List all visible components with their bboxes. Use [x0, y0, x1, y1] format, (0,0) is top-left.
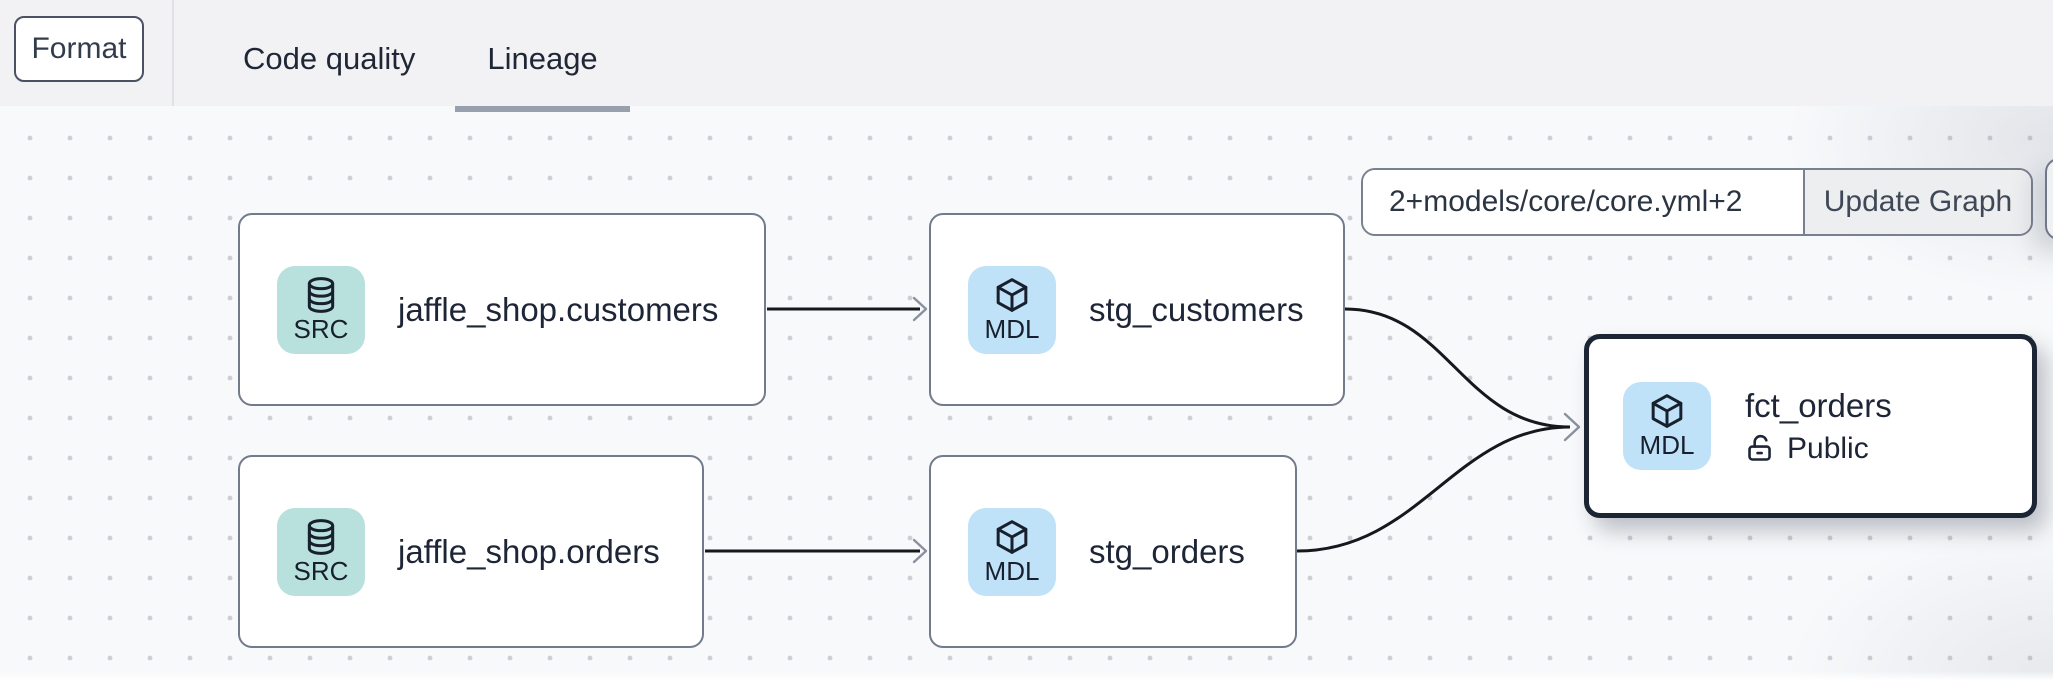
- node-label: stg_orders: [1089, 532, 1245, 570]
- tab-code-quality[interactable]: Code quality: [211, 0, 447, 112]
- model-badge: MDL: [968, 265, 1056, 354]
- badge-label: SRC: [293, 313, 349, 344]
- graph-selector: Update Graph: [1361, 168, 2033, 236]
- canvas-bottom-fade: [0, 671, 2053, 680]
- access-row: Public: [1745, 432, 1892, 466]
- active-tab-underline: [455, 106, 630, 112]
- badge-label: MDL: [1639, 430, 1695, 460]
- format-button[interactable]: Format: [14, 16, 144, 82]
- node-fct-orders[interactable]: MDL fct_orders Public: [1584, 334, 2037, 518]
- badge-label: MDL: [984, 555, 1040, 586]
- tab-lineage[interactable]: Lineage: [455, 0, 630, 112]
- model-badge: MDL: [968, 507, 1056, 596]
- update-graph-button[interactable]: Update Graph: [1803, 170, 2031, 234]
- access-label: Public: [1787, 431, 1869, 465]
- cube-icon: [996, 519, 1028, 554]
- selector-input[interactable]: [1363, 170, 1803, 234]
- node-stg-customers[interactable]: MDL stg_customers: [929, 213, 1345, 406]
- node-label: fct_orders: [1745, 386, 1892, 424]
- offscreen-button[interactable]: [2045, 158, 2053, 240]
- model-badge: MDL: [1623, 382, 1711, 470]
- header-bar: Format Code quality Lineage: [0, 0, 2053, 112]
- node-label: jaffle_shop.orders: [398, 532, 660, 570]
- node-stg-orders[interactable]: MDL stg_orders: [929, 455, 1297, 648]
- badge-label: MDL: [984, 313, 1040, 344]
- cube-icon: [996, 277, 1028, 312]
- database-icon: [307, 276, 335, 313]
- node-jaffle-shop-orders[interactable]: SRC jaffle_shop.orders: [238, 455, 704, 648]
- tab-code-quality-label: Code quality: [243, 41, 416, 76]
- badge-label: SRC: [293, 555, 349, 586]
- node-jaffle-shop-customers[interactable]: SRC jaffle_shop.customers: [238, 213, 766, 406]
- node-body: fct_orders Public: [1745, 387, 1892, 466]
- cube-icon: [1651, 394, 1683, 428]
- source-badge: SRC: [277, 265, 365, 354]
- node-label: stg_customers: [1089, 290, 1304, 328]
- lock-open-icon: [1748, 434, 1771, 461]
- database-icon: [307, 518, 335, 555]
- node-label: jaffle_shop.customers: [398, 290, 719, 328]
- source-badge: SRC: [277, 507, 365, 596]
- tab-lineage-label: Lineage: [487, 41, 598, 76]
- header-divider: [172, 0, 174, 106]
- tab-bar: Code quality Lineage: [211, 0, 630, 112]
